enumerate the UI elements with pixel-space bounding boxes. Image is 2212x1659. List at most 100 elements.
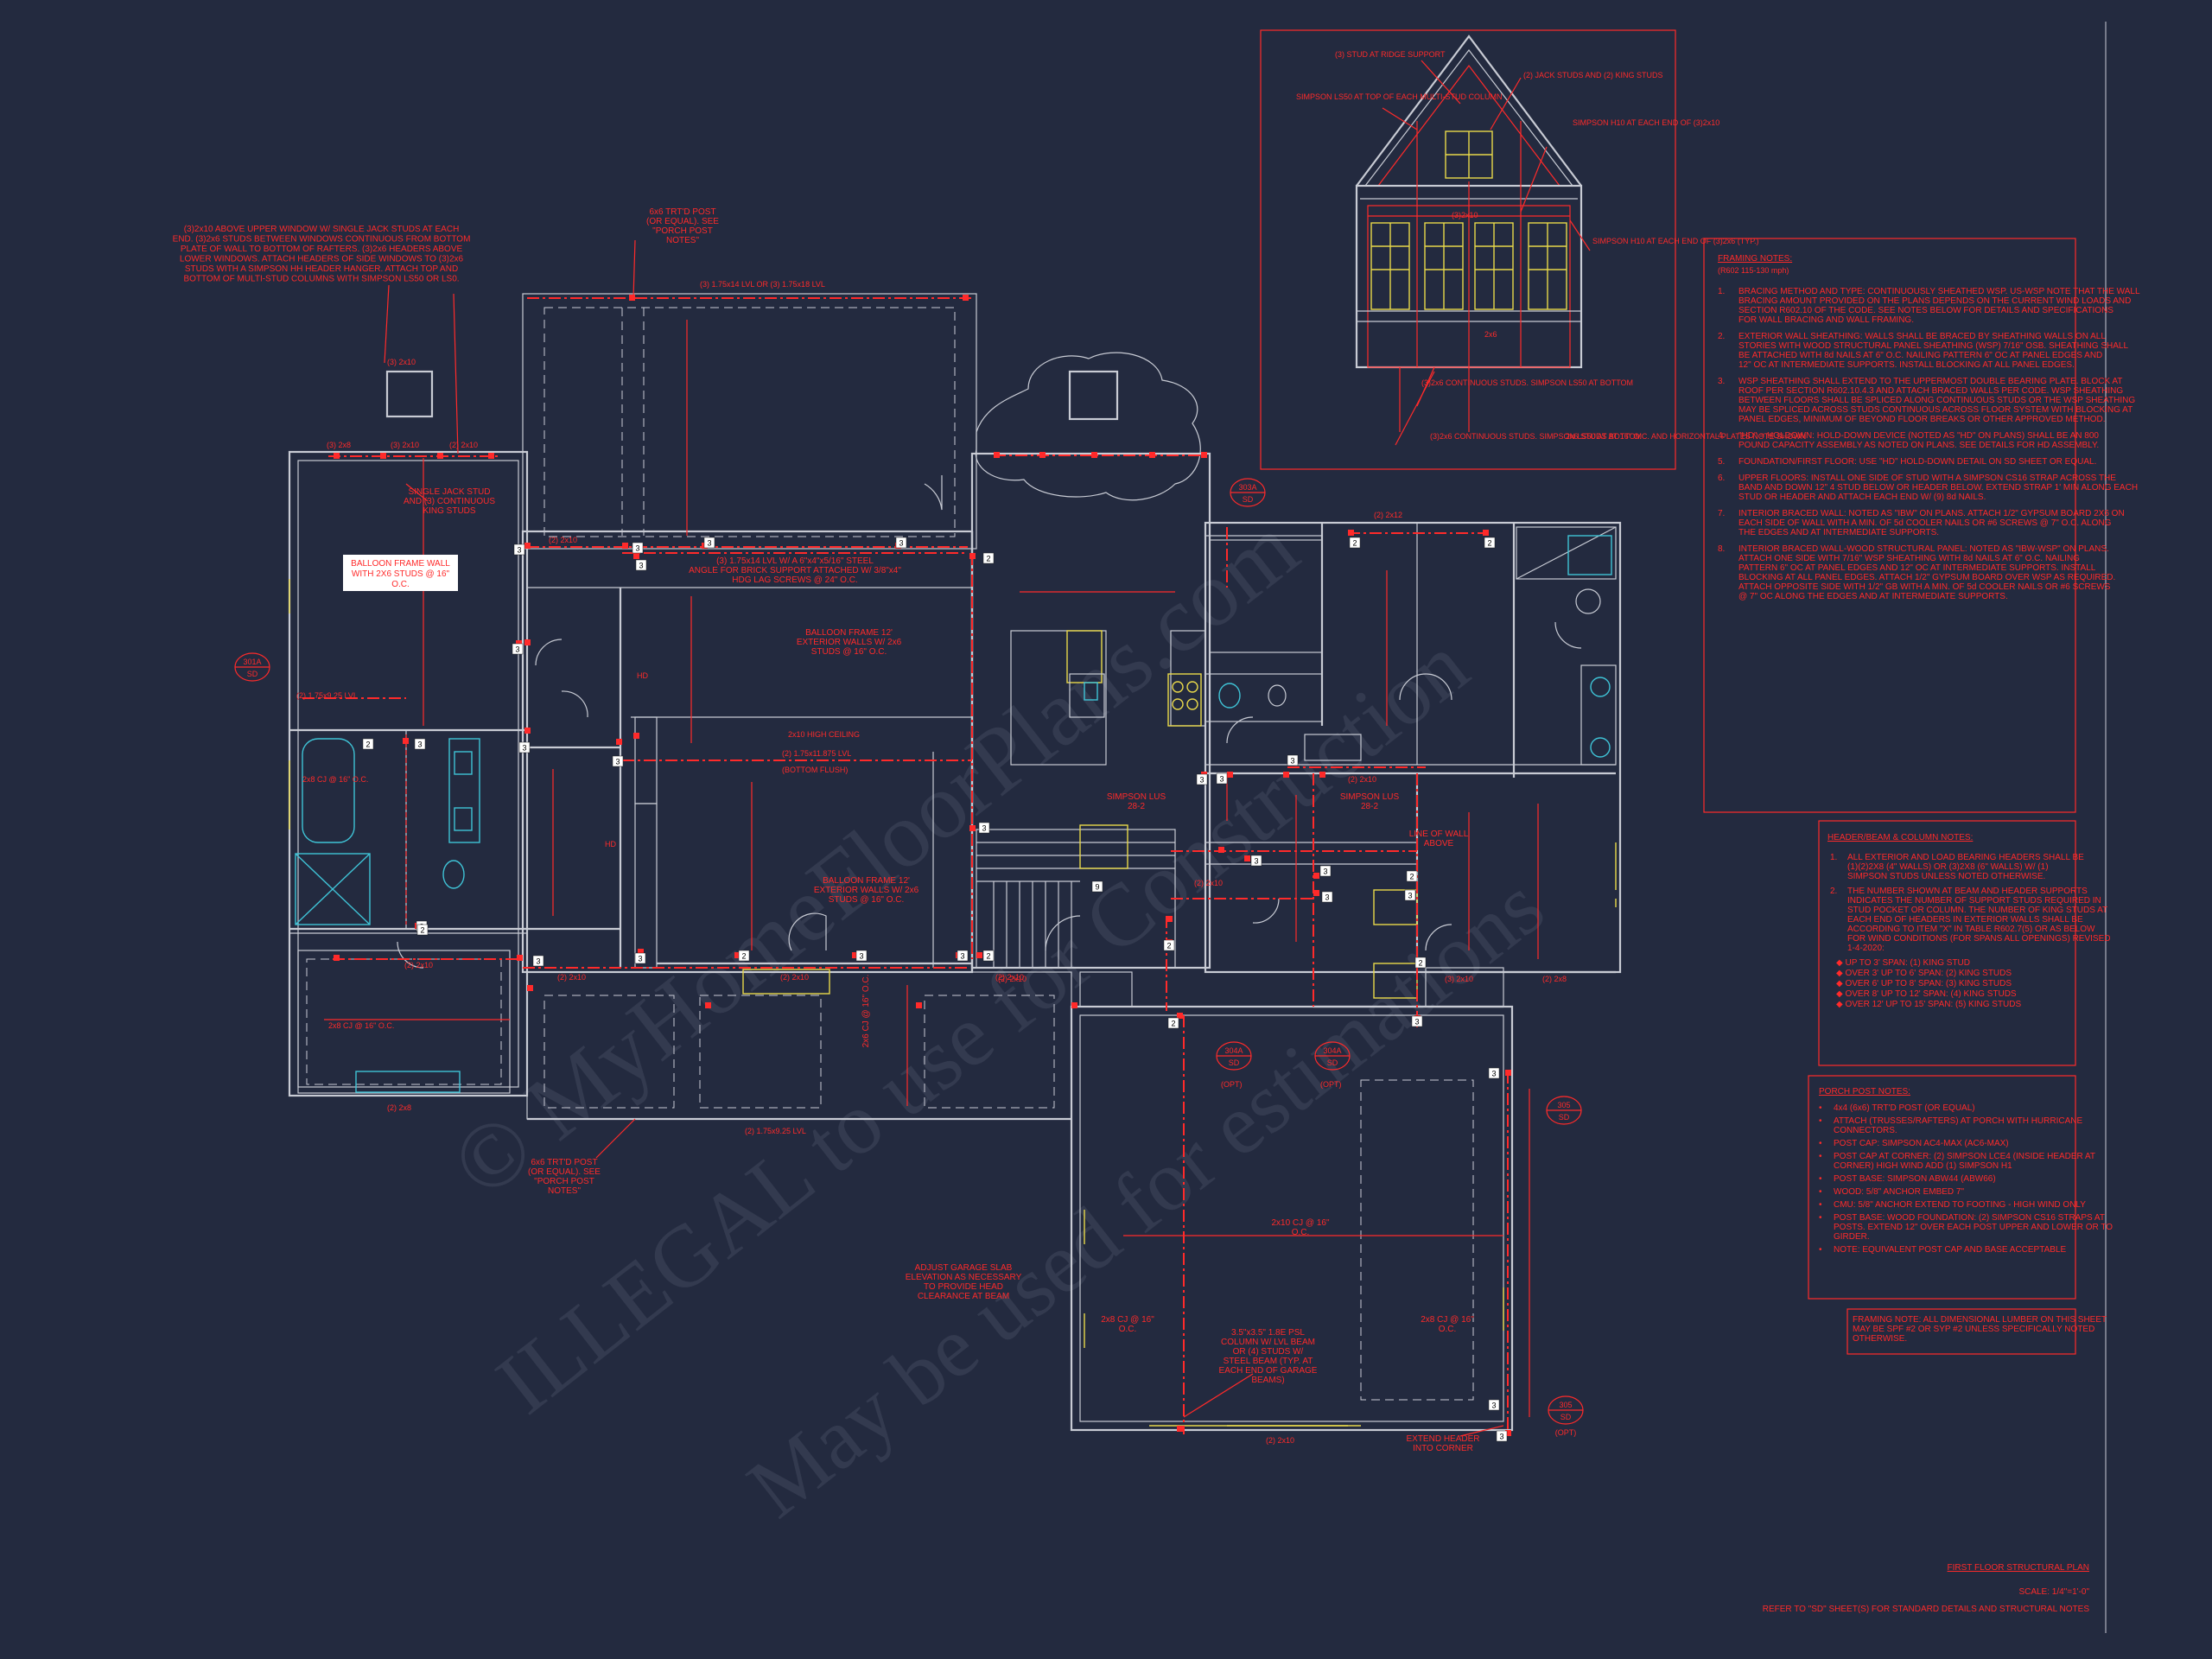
support-count-value: 3 [635,544,639,553]
support-count-tag: 9 [1091,880,1103,893]
framing-note-line: BAND AND DOWN 12" 4 STUD BELOW OR HEADER… [1738,483,2138,493]
porch-notes-list: •4x4 (6x6) TRT'D POST (OR EQUAL)•ATTACH … [1819,1103,2113,1255]
garage-note-line: ADJUST GARAGE SLAB [915,1263,1013,1273]
support-count-tag: 3 [1404,889,1416,901]
section-marker-6-sheet: SD [1560,1413,1572,1421]
sheet-refer-note: REFER TO "SD" SHEET(S) FOR STANDARD DETA… [1763,1605,2090,1614]
support-count-value: 2 [420,926,424,935]
cj-3-line: 2x10 CJ @ 16" [1271,1218,1330,1228]
section-marker-5: 305 SD [1546,1096,1582,1125]
psl-note-line: OR (4) STUDS W/ [1233,1347,1304,1357]
porch-post-note-bottom-line: NOTES" [548,1186,581,1196]
framing-note-box: FRAMING NOTE: ALL DIMENSIONAL LUMBER ON … [1847,1308,2107,1355]
floor-plan-annotations: (3)2x10 ABOVE UPPER WINDOW W/ SINGLE JAC… [173,207,1567,1453]
porch-note-line: NOTE: EQUIVALENT POST CAP AND BASE ACCEP… [1834,1245,2066,1255]
header-label-2x10-porch-mid: (2) 2x10 [780,973,809,982]
porch-note-line: WOOD: 5/8" ANCHOR EMBED 7" [1834,1187,1964,1197]
framing-note-line: BLOCKING AT ALL PANEL EDGES. ATTACH 1/2"… [1738,573,2115,582]
support-count-tag: 3 [957,950,969,962]
porch-note-bullet: • [1819,1152,1822,1161]
framing-note-line: @ 7" OC ALONG THE EDGES AND AT INTERMEDI… [1738,592,2008,601]
framing-note-number: 6. [1718,474,1725,483]
header-note-left-line: (3)2x10 ABOVE UPPER WINDOW W/ SINGLE JAC… [184,225,460,234]
support-count-value: 3 [1254,857,1258,866]
support-count-tag: 2 [738,950,750,962]
support-count-value: 3 [1219,775,1224,784]
header-note-number: 1. [1830,853,1837,862]
single-jack-line: KING STUDS [423,506,475,516]
ceiling-joist-label-5: 2x8 CJ @ 16"O.C. [1421,1315,1474,1334]
ceiling-joist-label-4: 2x8 CJ @ 16"O.C. [1101,1315,1154,1334]
section-marker-2-num: 303A [1238,483,1256,492]
support-count-value: 3 [899,539,903,548]
framing-note-box-line: FRAMING NOTE: ALL DIMENSIONAL LUMBER ON … [1853,1315,2107,1325]
porch-note-line: CORNER) HIGH WIND ADD (1) SIMPSON H1 [1834,1161,2012,1171]
balloon-frame-1-line: BALLOON FRAME 12' [805,628,893,638]
header-note-line: 1-4-2020: [1847,944,1885,953]
section-marker-3: 304A SD [1216,1041,1252,1071]
framing-note-number: 3. [1718,377,1725,386]
extend-header-line: EXTEND HEADER [1406,1434,1479,1444]
elevation-note-simpson-h10-b: SIMPSON H10 AT EACH END OF (3)2x6 (TYP.) [1592,237,1759,245]
psl-note-line: STEEL BEAM (TYP. AT [1224,1357,1313,1366]
header-note-left-line: PLATE OF WALL TO BOTTOM OF RAFTERS. (3)2… [181,245,463,254]
porch-post-note-bottom-line: 6x6 TRT'D POST [531,1158,597,1167]
support-count-tag: 2 [1414,957,1427,969]
porch-post-note-top: 6x6 TRT'D POST(OR EQUAL). SEE"PORCH POST… [646,207,719,245]
section-marker-2-sheet: SD [1243,495,1254,504]
support-count-tag: 3 [978,822,990,834]
header-notes-panel: HEADER/BEAM & COLUMN NOTES: 1.ALL EXTERI… [1818,820,2110,1066]
section-marker-1-sheet: SD [247,670,258,678]
support-count-value: 2 [741,952,746,961]
floor-plan-walls [288,293,1622,1432]
support-count-tag: 3 [1411,1015,1423,1027]
steel-angle-line: (3) 1.75x14 LVL W/ A 6"x4"x5/16" STEEL [716,556,874,566]
framing-note-number: 7. [1718,509,1725,518]
support-count-tag: 2 [1484,537,1496,549]
framing-note-number: 5. [1718,457,1725,467]
support-count-value: 3 [1323,868,1327,876]
support-count-tag: 3 [532,955,544,967]
header-span-rule: ◆ UP TO 3' SPAN: (1) KING STUD [1836,958,1970,968]
porch-note-line: POSTS. EXTEND 12" OVER EACH POST UPPER A… [1834,1223,2113,1232]
header-span-rule: ◆ OVER 6' UP TO 8' SPAN: (3) KING STUDS [1836,979,2012,988]
garage-note-line: CLEARANCE AT BEAM [918,1292,1009,1301]
framing-notes-list: 1.BRACING METHOD AND TYPE: CONTINUOUSLY … [1718,287,2140,601]
support-count-tag: 2 [362,738,374,750]
support-count-value: 3 [707,539,711,548]
elevation-note-continuous-studs-a: (3)2x6 CONTINUOUS STUDS. SIMPSON LS50 AT… [1421,378,1633,387]
framing-note-line: "HD" = HOLDOWN: HOLD-DOWN DEVICE (NOTED … [1738,431,2099,441]
porch-post-note-top-line: NOTES" [666,236,699,245]
support-count-value: 3 [522,744,526,753]
header-label-2x10-garage: (2) 2x10 [1266,1436,1294,1445]
header-label-2x10-d: (2) 2x10 [549,536,577,544]
framing-note-line: ROOF PER SECTION R602.10.4.3 AND ATTACH … [1738,386,2123,396]
section-marker-4-sheet: SD [1327,1058,1338,1067]
framing-note-line: ATTACH OPPOSITE SIDE WITH 1/2" GB WITH A… [1738,582,2111,592]
cj-4-line: O.C. [1119,1325,1137,1334]
steel-angle-note: (3) 1.75x14 LVL W/ A 6"x4"x5/16" STEELAN… [689,556,901,585]
header-span-rule: ◆ OVER 3' UP TO 6' SPAN: (2) KING STUDS [1836,969,2012,978]
support-count-value: 3 [639,562,643,570]
support-count-tags: 33333233233322332332933333323223333222 [362,537,1508,1442]
elevation-note-ridge: (3) STUD AT RIDGE SUPPORT [1335,50,1446,59]
framing-note-line: WSP SHEATHING SHALL EXTEND TO THE UPPERM… [1738,377,2122,386]
elevation-note-continuous-studs-b: (3)2x6 CONTINUOUS STUDS. SIMPSON LS50 AT… [1430,432,1642,441]
header-notes-list: 1.ALL EXTERIOR AND LOAD BEARING HEADERS … [1830,853,2110,1009]
support-count-value: 3 [859,952,863,961]
support-count-tag: 3 [1216,772,1228,785]
balloon-frame-box-line: BALLOON FRAME WALL [351,559,450,569]
header-note-line: EACH END OF HEADERS IN EXTERIOR WALLS SH… [1847,915,2083,925]
porch-note-line: POST BASE: WOOD FOUNDATION: (2) SIMPSON … [1834,1213,2105,1223]
support-count-tag: 3 [1250,855,1262,867]
porch-note-line: CONNECTORS. [1834,1126,1897,1135]
support-count-tag: 3 [1488,1067,1500,1079]
balloon-frame-1-line: EXTERIOR WALLS W/ 2x6 [797,638,902,647]
